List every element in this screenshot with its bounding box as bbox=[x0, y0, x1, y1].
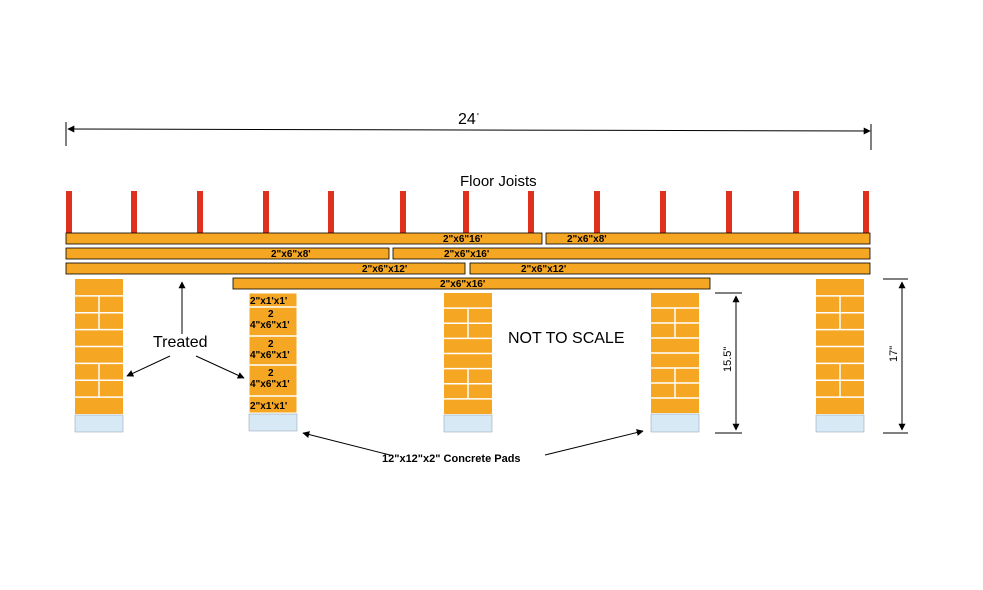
pier bbox=[815, 279, 865, 433]
overall-dimension-line bbox=[67, 125, 871, 135]
floor-joist bbox=[66, 191, 72, 233]
floor-joist bbox=[528, 191, 534, 233]
pier bbox=[443, 293, 493, 433]
floor-joist bbox=[131, 191, 137, 233]
floor-joist bbox=[328, 191, 334, 233]
floor-joist bbox=[594, 191, 600, 233]
beam-boards: 2"x6"16' 2"x6"x8' 2"x6"x8' 2"x6"x16' 2"x… bbox=[65, 232, 871, 290]
pier-label-bottom: 2"x1'x1' bbox=[250, 401, 287, 412]
not-to-scale-label: NOT TO SCALE bbox=[508, 330, 624, 347]
board-row3-left bbox=[65, 262, 466, 275]
overall-dimension-label: 24 bbox=[458, 111, 476, 128]
floor-joist bbox=[863, 191, 869, 233]
dim-15-5-label: 15.5" bbox=[722, 347, 734, 372]
labeled-pier: 2"x1'x1' 2 4"x6"x1' 2 4"x6"x1' 2 4"x6"x1… bbox=[248, 292, 298, 432]
board-row3-right-label: 2"x6"x12' bbox=[521, 264, 566, 275]
treated-arrow-left bbox=[126, 355, 171, 377]
board-row1-left-label: 2"x6"16' bbox=[443, 234, 483, 245]
board-row1-right bbox=[545, 232, 871, 245]
pier bbox=[74, 279, 124, 433]
dim-17-label: 17" bbox=[888, 346, 900, 362]
board-row1-right-label: 2"x6"x8' bbox=[567, 234, 607, 245]
floor-joist bbox=[197, 191, 203, 233]
concrete-pads-label: 12"x12"x2" Concrete Pads bbox=[382, 453, 521, 465]
floor-joist bbox=[726, 191, 732, 233]
floor-joists-label: Floor Joists bbox=[460, 173, 537, 190]
board-row3-right bbox=[469, 262, 871, 275]
board-row2-right bbox=[392, 247, 871, 260]
floor-joist bbox=[400, 191, 406, 233]
board-row2-left bbox=[65, 247, 390, 260]
pier-label-block1: 4"x6"x1' bbox=[250, 320, 290, 331]
floor-joist bbox=[463, 191, 469, 233]
treated-label: Treated bbox=[153, 334, 208, 351]
board-row4-center-label: 2"x6"x16' bbox=[440, 279, 485, 290]
pads-arrow-right bbox=[544, 429, 644, 456]
board-row3-left-label: 2"x6"x12' bbox=[362, 264, 407, 275]
joists-group bbox=[66, 191, 869, 233]
piers-group bbox=[74, 279, 865, 433]
floor-joist bbox=[660, 191, 666, 233]
board-row4-center bbox=[232, 277, 711, 290]
concrete-pad bbox=[248, 413, 298, 432]
pier-label-block3: 4"x6"x1' bbox=[250, 379, 290, 390]
board-row2-right-label: 2"x6"x16' bbox=[444, 249, 489, 260]
concrete-pad bbox=[443, 414, 493, 433]
concrete-pad bbox=[74, 414, 124, 433]
pier bbox=[650, 293, 700, 433]
pier-label-qty3: 2 bbox=[268, 368, 274, 379]
pier-label-top: 2"x1'x1' bbox=[250, 296, 287, 307]
board-row1-left bbox=[65, 232, 543, 245]
pier-label-qty2: 2 bbox=[268, 339, 274, 350]
concrete-pad bbox=[650, 413, 700, 433]
pier-label-block2: 4"x6"x1' bbox=[250, 350, 290, 361]
floor-joist bbox=[793, 191, 799, 233]
pier-label-qty1: 2 bbox=[268, 309, 274, 320]
pads-arrow-left bbox=[302, 431, 391, 456]
treated-arrow-right bbox=[195, 355, 245, 379]
board-row2-left-label: 2"x6"x8' bbox=[271, 249, 311, 260]
concrete-pad bbox=[815, 414, 865, 433]
floor-joist bbox=[263, 191, 269, 233]
overall-dimension-unit: ' bbox=[477, 112, 479, 123]
